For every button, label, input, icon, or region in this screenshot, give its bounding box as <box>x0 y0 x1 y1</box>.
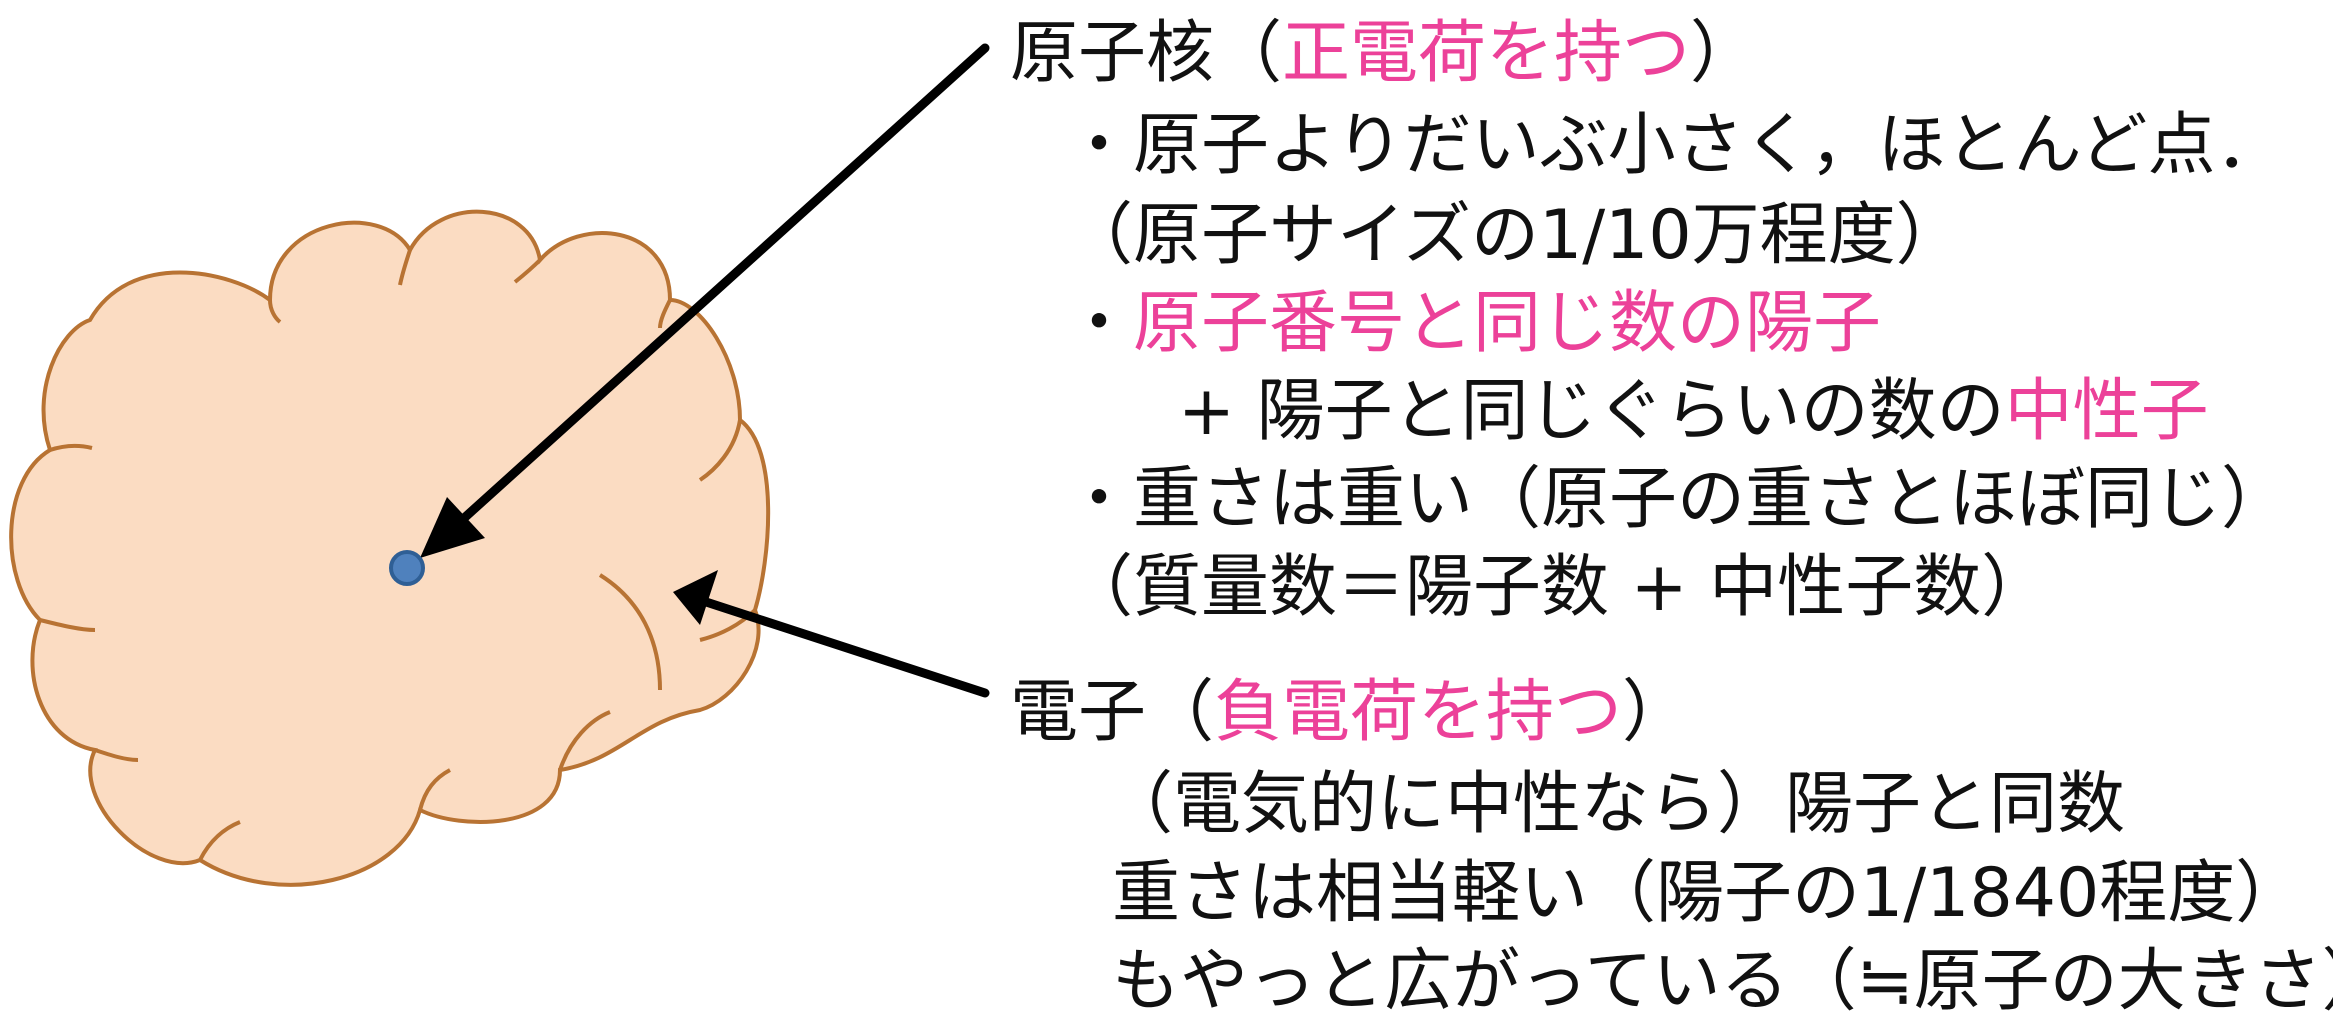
electron-cloud-fold <box>658 299 672 329</box>
nucleus-arrowhead <box>420 497 485 558</box>
electron-cloud-fold <box>198 820 241 861</box>
proton-count-label: 原子番号と同じ数の陽子 <box>1133 284 1882 363</box>
electron-cloud-fold <box>39 618 96 632</box>
nucleus-size-point: ・原子よりだいぶ小さく，ほとんど点． <box>1065 106 2284 185</box>
nucleus-title: 原子核（正電荷を持つ） <box>1010 20 1758 88</box>
electron-title: 電子（負電荷を持つ） <box>1010 679 1690 747</box>
nucleus-arrow-shaft <box>437 43 990 543</box>
nucleus-title-label: 原子核（ <box>1010 14 1283 93</box>
electron-cloud-fold <box>94 748 139 762</box>
electron-cloud-fold <box>398 249 412 286</box>
electron-arrow-shaft <box>695 595 990 698</box>
electron-cloud-fold <box>598 573 662 691</box>
electron-count: （電気的に中性なら）陽子と同数 <box>1105 765 2126 844</box>
nucleus-neutrons: + 陽子と同じぐらいの数の中性子 <box>1178 378 2209 446</box>
neutron-label: 中性子 <box>2004 372 2209 451</box>
nucleus-mass: ・重さは重い（原子の重さとほぼ同じ） <box>1065 460 2290 539</box>
electron-mass: 重さは相当軽い（陽子の1/1840程度） <box>1112 854 2304 933</box>
electron-cloud-fold <box>558 710 611 771</box>
nucleus-charge-label: 正電荷を持つ <box>1282 14 1691 93</box>
electron-title-close: ） <box>1622 673 1691 752</box>
mass-number-formula: （質量数＝陽子数 + 中性子数） <box>1065 548 2050 627</box>
nucleus-dot <box>389 550 425 586</box>
electron-cloud-fold <box>513 258 542 284</box>
electron-cloud-fold <box>418 768 451 811</box>
nucleus-protons: ・原子番号と同じ数の陽子 <box>1065 290 1881 358</box>
electron-cloud-fold <box>49 443 93 452</box>
bullet-marker: ・ <box>1065 284 1134 363</box>
electron-charge-label: 負電荷を持つ <box>1214 673 1623 752</box>
electron-cloud-fold <box>268 299 282 324</box>
electron-cloud <box>9 209 771 887</box>
electron-arrowhead <box>673 570 718 625</box>
electron-title-label: 電子（ <box>1010 673 1215 752</box>
neutron-count-prefix: + 陽子と同じぐらいの数の <box>1178 372 2005 451</box>
electron-spread: もやっと広がっている（≒原子の大きさ） <box>1112 942 2333 1021</box>
nucleus-size-ratio: （原子サイズの1/10万程度） <box>1065 196 1964 275</box>
nucleus-title-close: ） <box>1690 14 1759 93</box>
electron-cloud-fold <box>698 419 742 482</box>
